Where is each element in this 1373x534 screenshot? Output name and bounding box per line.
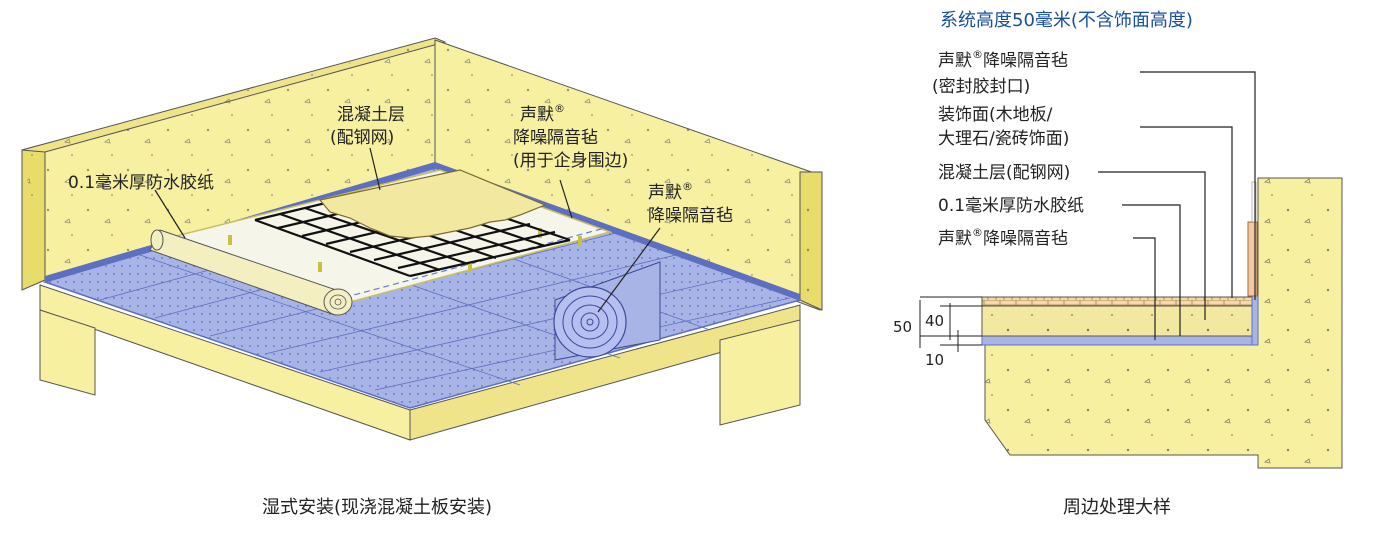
acoustic-mat-roll <box>553 261 661 361</box>
label-mat-brand: 声默 <box>648 183 682 203</box>
registered-mark: ® <box>972 48 983 61</box>
label-r5-brand: 声默 <box>938 229 972 249</box>
dim-concrete: 40 <box>925 312 944 330</box>
label-r1-sub: (密封胶封口) <box>932 77 1030 97</box>
caption-left: 湿式安装(现浇混凝土板安装) <box>262 497 492 518</box>
caption-right: 周边处理大样 <box>1063 497 1171 518</box>
concrete-layer <box>318 169 547 239</box>
label-r2: 装饰面(木地板/ <box>938 105 1053 125</box>
section-detail <box>919 71 1343 469</box>
isometric-room <box>21 37 823 441</box>
registered-mark: ® <box>682 180 693 193</box>
svg-text:声默®: 声默® <box>648 180 693 203</box>
label-r1-brand: 声默 <box>938 51 972 71</box>
svg-text:声默®降噪隔音毡: 声默®降噪隔音毡 <box>938 226 1068 249</box>
dim-total: 50 <box>893 318 912 336</box>
label-r2-sub: 大理石/瓷砖饰面) <box>938 129 1069 149</box>
system-height-title: 系统高度50毫米(不含饰面高度) <box>940 10 1193 31</box>
label-r5: 降噪隔音毡 <box>983 229 1068 249</box>
label-edge-brand: 声默 <box>520 105 554 125</box>
label-r3: 混凝土层(配钢网) <box>938 163 1070 183</box>
label-edge-mat: 降噪隔音毡 <box>513 128 598 148</box>
registered-mark: ® <box>972 226 983 239</box>
label-mat: 降噪隔音毡 <box>648 206 733 226</box>
label-membrane: 0.1毫米厚防水胶纸 <box>68 173 214 193</box>
label-r4: 0.1毫米厚防水胶纸 <box>938 196 1084 216</box>
membrane-roll <box>149 229 353 316</box>
svg-text:声默®降噪隔音毡: 声默®降噪隔音毡 <box>938 48 1068 71</box>
label-r1: 降噪隔音毡 <box>983 51 1068 71</box>
label-concrete-sub: (配钢网) <box>330 128 394 148</box>
svg-text:声默®: 声默® <box>520 102 565 125</box>
dim-mat: 10 <box>925 351 944 369</box>
section-skirting <box>1247 221 1258 297</box>
label-edge-use: (用于企身围边) <box>513 151 628 171</box>
section-finish <box>981 296 1253 307</box>
label-concrete: 混凝土层 <box>337 105 405 125</box>
section-mat <box>981 335 1259 346</box>
registered-mark: ® <box>554 102 565 115</box>
